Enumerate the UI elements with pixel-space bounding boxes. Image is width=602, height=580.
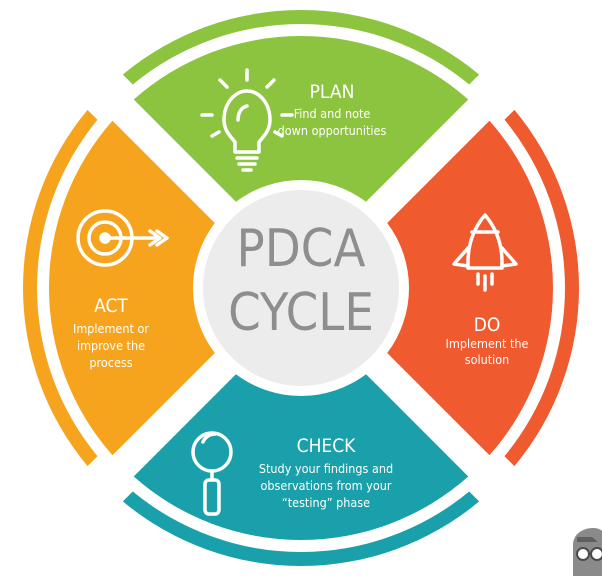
do-segment-rim xyxy=(504,109,579,467)
magnifier-icon xyxy=(191,431,233,516)
rocket-icon xyxy=(452,213,518,292)
act-segment xyxy=(23,109,215,467)
act-desc-line-2: improve the xyxy=(77,338,145,353)
check-segment-shape xyxy=(133,374,469,540)
do-desc-line-1: Implement the xyxy=(446,336,529,351)
act-segment-shape xyxy=(48,120,215,456)
do-desc-line-2: solution xyxy=(465,352,510,367)
act-desc-line-1: Implement or xyxy=(73,321,149,336)
plan-segment-shape xyxy=(133,35,469,202)
check-title: CHECK xyxy=(297,435,357,457)
do-segment xyxy=(387,109,579,467)
plan-desc-line-2: down opportunities xyxy=(278,123,387,138)
lightbulb-icon xyxy=(200,68,294,172)
act-segment-rim xyxy=(23,109,98,467)
do-segment-shape xyxy=(387,120,553,456)
plan-desc-line-1: Find and note xyxy=(294,106,371,121)
plan-segment xyxy=(122,10,480,202)
center-hub xyxy=(203,190,399,386)
act-title: ACT xyxy=(94,295,128,317)
center-title-line1: PDCA xyxy=(237,219,366,279)
plan-segment-rim xyxy=(122,10,480,85)
center-title-line2: CYCLE xyxy=(228,283,374,343)
target-icon xyxy=(76,209,169,267)
check-desc-line-1: Study your findings and xyxy=(259,461,393,476)
act-desc-line-3: process xyxy=(89,355,132,370)
glasses-face-logo-icon xyxy=(573,528,602,576)
check-desc-line-3: “testing” phase xyxy=(282,495,370,510)
check-desc-line-2: observations from your xyxy=(261,478,392,493)
plan-title: PLAN xyxy=(310,81,355,103)
check-segment-rim xyxy=(122,491,480,566)
do-title: DO xyxy=(474,314,501,336)
